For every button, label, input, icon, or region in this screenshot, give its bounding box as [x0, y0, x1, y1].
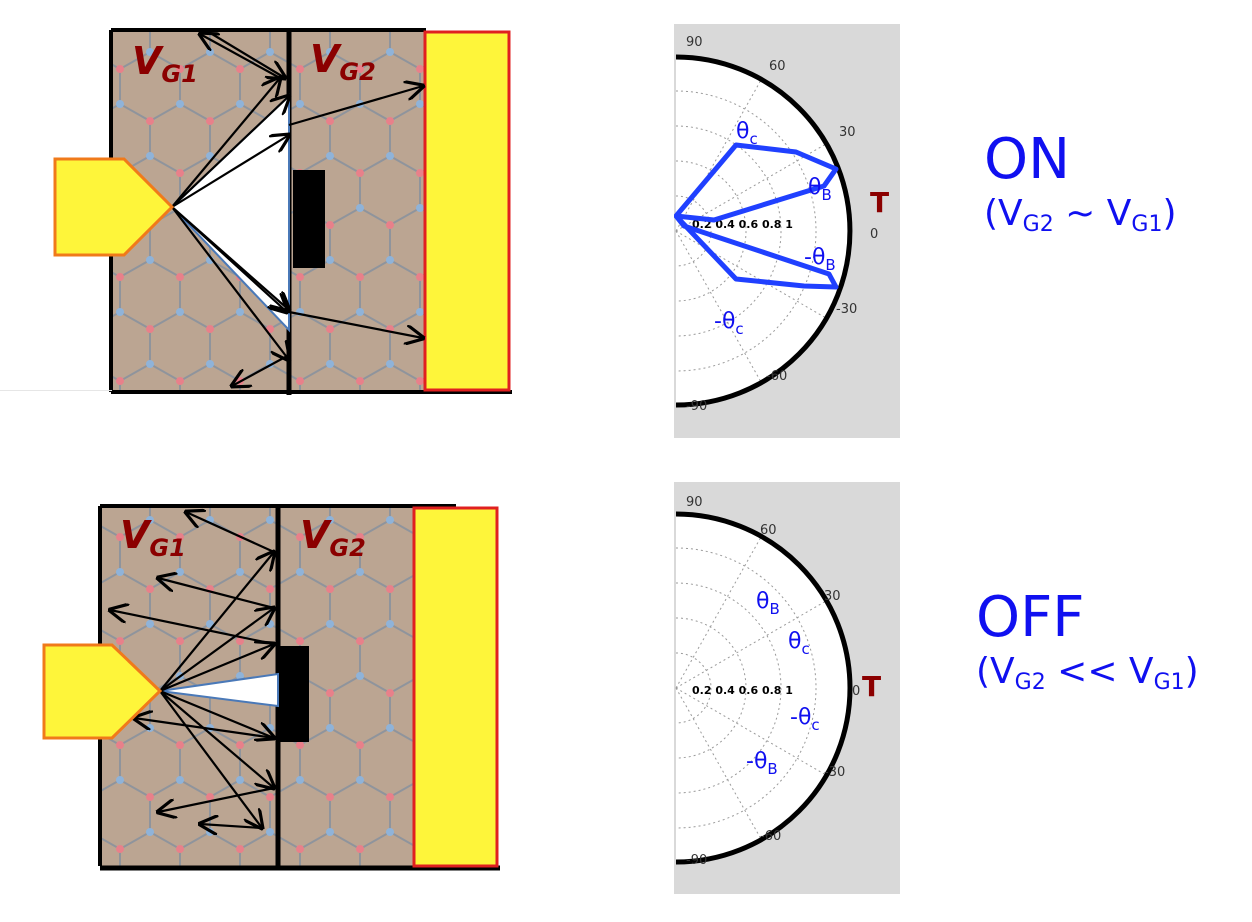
- state-label-on: ON (VG2 ~ VG1): [984, 132, 1177, 245]
- angle-tick-90: 90: [686, 495, 703, 510]
- angle-tick-neg60: -60: [760, 829, 781, 844]
- polar-plot-on: 90 60 30 0 -30 -60 -90 0.2 0.4 0.6 0.8 1…: [674, 24, 900, 438]
- device-diagram-off: VG1 VG2: [42, 504, 500, 871]
- angle-tick-30: 30: [839, 125, 856, 140]
- gate2-label: VG2: [300, 513, 366, 562]
- transmitted-beam-cone: [159, 672, 279, 708]
- angle-tick-60: 60: [769, 59, 786, 74]
- drain-contact: [412, 506, 499, 868]
- state-title-off: OFF: [976, 585, 1085, 650]
- annotation-neg-theta-c: -θc: [714, 309, 744, 338]
- annotation-theta-b: θB: [756, 589, 780, 618]
- angle-tick-neg60: -60: [766, 369, 787, 384]
- barrier-block: [279, 646, 309, 742]
- angle-tick-neg90: -90: [686, 399, 707, 414]
- angle-tick-neg30: -30: [824, 765, 845, 780]
- gate2-label: VG2: [310, 37, 376, 86]
- electron-trajectories: [171, 34, 423, 386]
- source-contact: [42, 643, 163, 740]
- transmission-trace: [674, 142, 839, 290]
- axis-label-t: T: [862, 670, 881, 703]
- annotation-theta-c: θc: [788, 629, 810, 658]
- angle-tick-neg30: -30: [836, 302, 857, 317]
- angle-tick-30: 30: [824, 589, 841, 604]
- device-diagram-on: VG1 VG2: [53, 28, 512, 395]
- angle-tick-neg90: -90: [686, 853, 707, 868]
- angle-tick-0: 0: [852, 684, 860, 699]
- electron-trajectories: [110, 512, 274, 828]
- gate1-label: VG1: [120, 513, 186, 562]
- angle-tick-90: 90: [686, 35, 703, 50]
- radial-ticks: 0.2 0.4 0.6 0.8 1: [692, 684, 793, 697]
- state-condition-off: (VG2 << VG1): [976, 651, 1199, 696]
- state-label-off: OFF (VG2 << VG1): [976, 590, 1199, 703]
- annotation-neg-theta-b: -θB: [746, 749, 778, 778]
- annotation-neg-theta-c: -θc: [790, 705, 820, 734]
- drain-contact: [423, 30, 511, 392]
- axis-label-t: T: [870, 186, 889, 219]
- annotation-theta-c: θc: [736, 119, 758, 148]
- annotation-theta-b: θB: [808, 175, 832, 204]
- angle-tick-60: 60: [760, 523, 777, 538]
- source-contact: [53, 157, 175, 257]
- divider-line: [0, 390, 112, 391]
- angle-tick-0: 0: [870, 227, 878, 242]
- annotation-neg-theta-b: -θB: [804, 245, 836, 274]
- state-title-on: ON: [984, 127, 1070, 192]
- barrier-block: [293, 170, 325, 268]
- polar-plot-off: 90 60 30 0 -30 -60 -90 0.2 0.4 0.6 0.8 1…: [674, 482, 900, 894]
- gate1-label: VG1: [132, 39, 198, 88]
- state-condition-on: (VG2 ~ VG1): [984, 193, 1177, 238]
